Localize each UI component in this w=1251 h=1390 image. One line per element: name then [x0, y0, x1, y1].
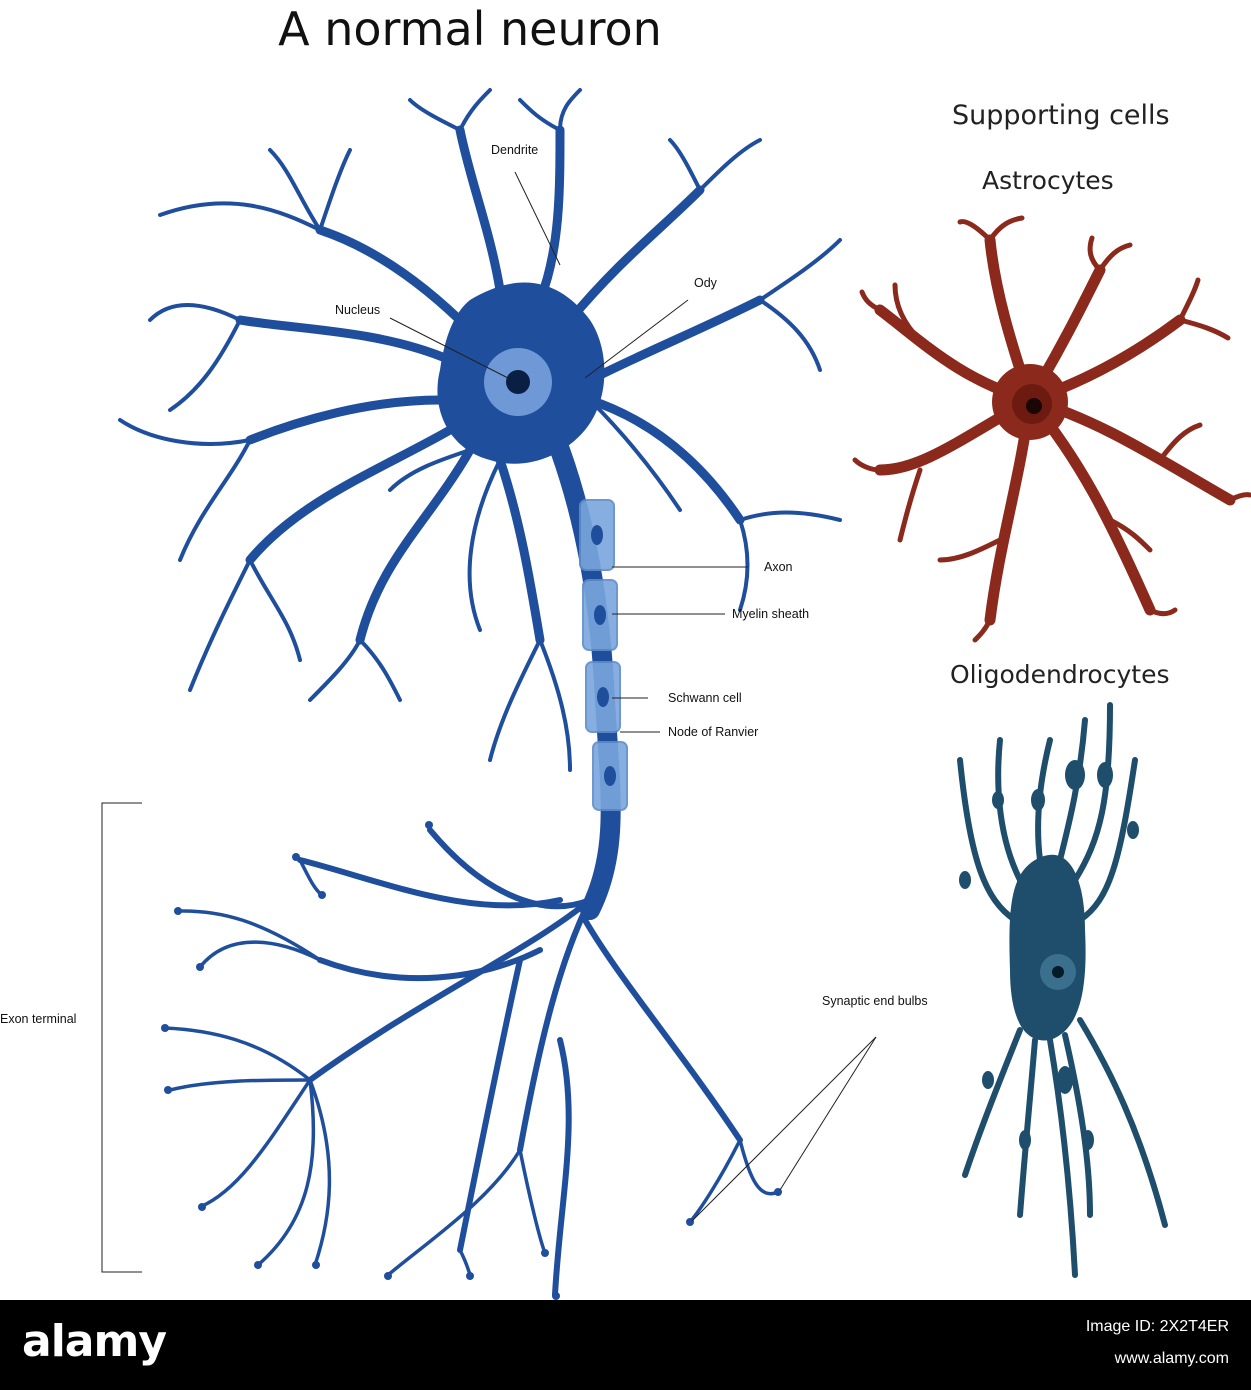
- diagram-title: A normal neuron: [278, 2, 662, 56]
- neuron-diagram: [101, 88, 1251, 1300]
- neuron: [118, 88, 842, 1300]
- axon-terminal-branches: [163, 858, 780, 1277]
- synaptic-end-bulbs-label: Synaptic end bulbs: [822, 994, 928, 1008]
- image-id: Image ID: 2X2T4ER: [1085, 1318, 1229, 1335]
- schwann-cell-label: Schwann cell: [668, 691, 742, 705]
- oligodendrocytes-heading: Oligodendrocytes: [950, 660, 1170, 689]
- oligodendrocyte: [957, 702, 1168, 1278]
- dendrite-label: Dendrite: [491, 143, 539, 157]
- axon-label: Axon: [764, 560, 793, 574]
- site-url[interactable]: www.alamy.com: [1114, 1350, 1229, 1367]
- brand-logo: alamy: [22, 1316, 167, 1367]
- body-label: Ody: [694, 276, 717, 290]
- schwann-cell-nuclei: [591, 525, 616, 786]
- dendrite-branches: [118, 88, 842, 772]
- astrocyte: [852, 215, 1251, 643]
- leader-lines: [101, 171, 877, 1273]
- astrocytes-heading: Astrocytes: [982, 166, 1114, 195]
- footer-bar: alamy Image ID: 2X2T4ER www.alamy.com: [0, 1300, 1251, 1390]
- exon-terminal-label: Exon terminal: [0, 1012, 77, 1026]
- nucleus-label: Nucleus: [335, 303, 381, 317]
- supporting-cells-heading: Supporting cells: [952, 100, 1170, 131]
- node-of-ranvier-label: Node of Ranvier: [668, 725, 759, 739]
- dendrites: [235, 125, 765, 645]
- myelin-sheath-label: Myelin sheath: [732, 607, 810, 621]
- nucleus: [506, 370, 530, 394]
- synaptic-end-bulbs: [161, 821, 782, 1300]
- axon-terminal: [297, 827, 743, 1298]
